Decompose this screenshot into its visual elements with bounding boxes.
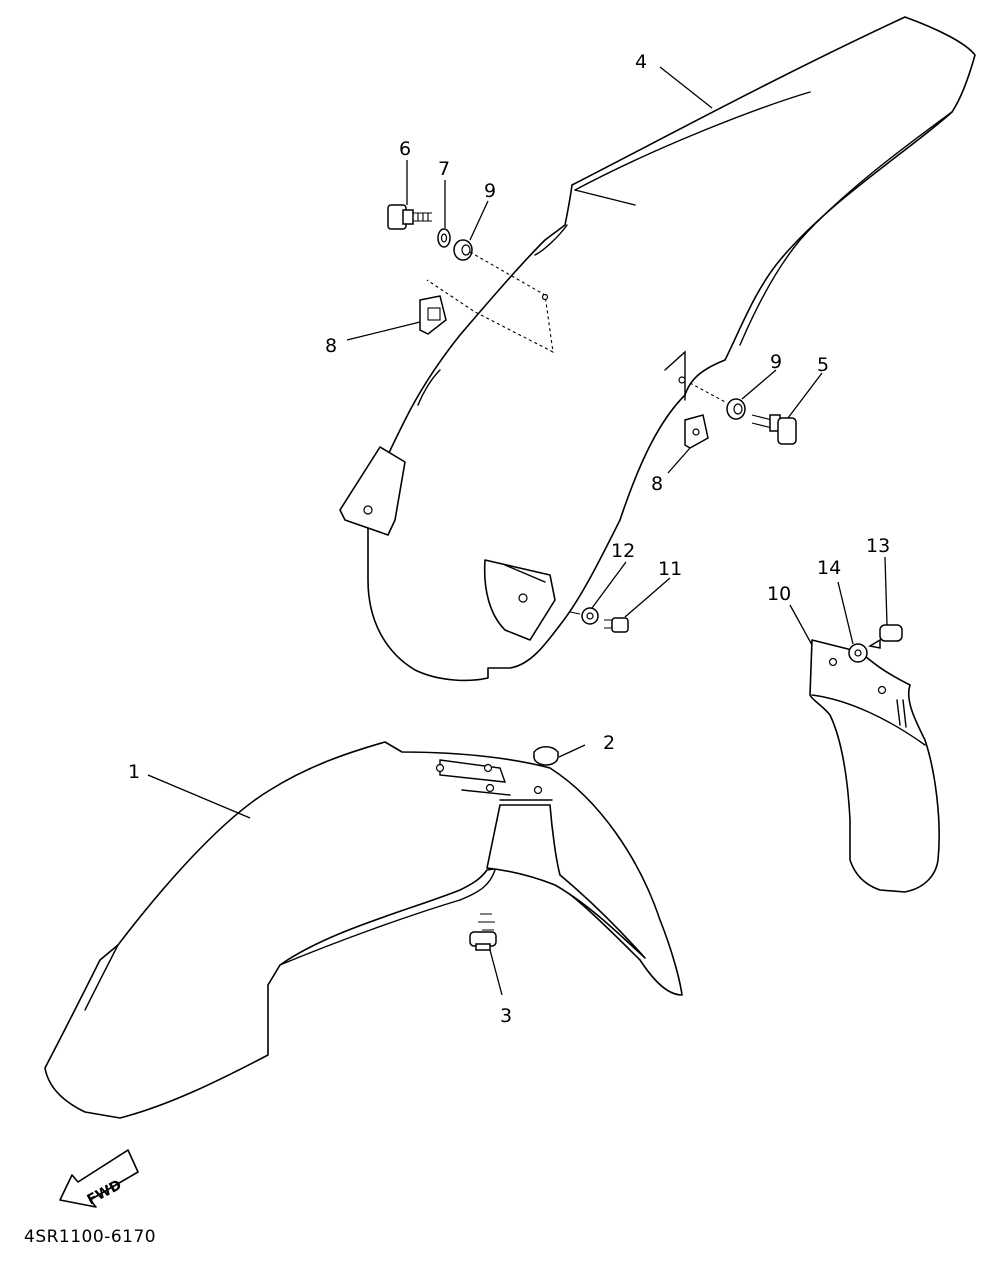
callout-10: 10 (767, 583, 791, 605)
callout-numbers: 4 6 7 9 8 9 5 8 12 11 13 14 10 2 1 3 (128, 51, 890, 1027)
callout-4: 4 (635, 51, 647, 73)
grommet-2 (533, 746, 559, 766)
rear-fender (339, 16, 976, 682)
callout-14: 14 (817, 557, 841, 579)
callout-13: 13 (866, 535, 890, 557)
mud-flap (809, 639, 940, 893)
callout-9-upper: 9 (484, 180, 496, 202)
screw-11 (604, 617, 629, 633)
nut-clip-8-upper (419, 295, 447, 335)
washer-14 (848, 643, 868, 663)
screw-13 (867, 624, 903, 649)
callout-8-upper: 8 (325, 335, 337, 357)
direction-arrow: FWD (59, 1149, 139, 1208)
assembly-guide-upper (426, 251, 554, 353)
screw-3 (469, 913, 497, 951)
drawing-code: 4SR1100-6170 (24, 1227, 156, 1247)
front-fender (44, 741, 683, 1119)
collar-9-lower (726, 398, 746, 420)
callout-9-lower: 9 (770, 351, 782, 373)
callout-1: 1 (128, 761, 140, 783)
nut-clip-8-lower (684, 414, 709, 449)
collar-12 (581, 607, 599, 625)
callout-5: 5 (817, 354, 829, 376)
bolt-5 (751, 414, 797, 445)
bolt-6 (387, 204, 432, 230)
callout-3: 3 (500, 1005, 512, 1027)
callout-11: 11 (658, 558, 682, 580)
callout-2: 2 (603, 732, 615, 754)
washer-7 (437, 228, 451, 248)
callout-7: 7 (438, 158, 450, 180)
callout-8-lower: 8 (651, 473, 663, 495)
callout-6: 6 (399, 138, 411, 160)
leader-lines (147, 66, 888, 996)
callout-12: 12 (611, 540, 635, 562)
collar-9-upper (453, 239, 473, 261)
